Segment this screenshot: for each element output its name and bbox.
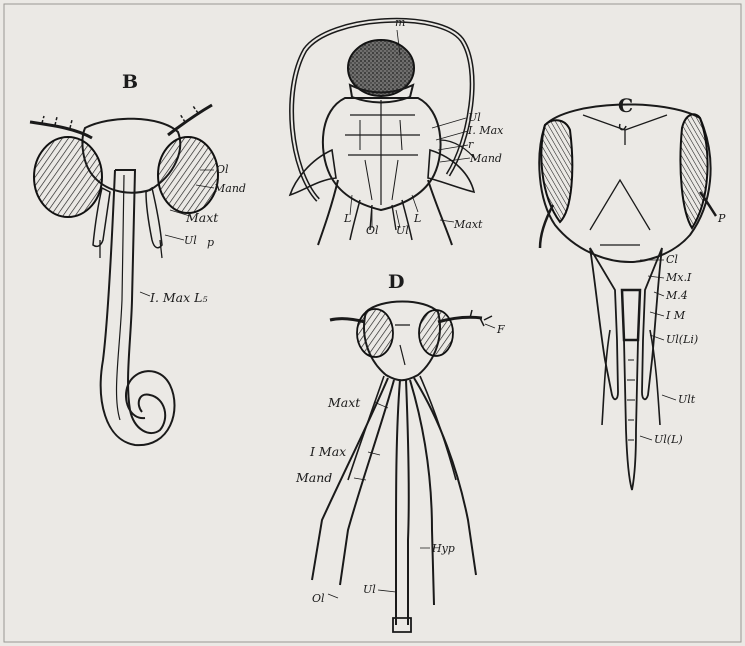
label-mand-b: Mand: [213, 182, 246, 195]
label-ol: Ol: [366, 224, 379, 237]
eye-right-d: [419, 310, 453, 356]
label-ul: Ul: [468, 111, 481, 124]
label-mand: Mand: [469, 152, 502, 165]
eye-left-d: [357, 309, 393, 357]
label-mand-d: Mand: [295, 470, 332, 485]
label-i-max-ls-b: I. Max L₅: [149, 290, 207, 305]
label-p-c: P: [717, 212, 726, 225]
label-l-left: L: [343, 212, 351, 225]
label-i-max: I. Max: [467, 124, 504, 137]
label-cl-c: Cl: [666, 253, 678, 266]
label-mi4-c: M.4: [665, 289, 688, 302]
label-ul-li-c: Ul(Li): [666, 333, 698, 346]
label-ol-b: Ol: [216, 163, 229, 176]
label-ul-b: Ul: [184, 234, 197, 247]
label-ul-d: Ul: [363, 583, 376, 596]
label-m: m: [395, 16, 405, 29]
label-im-c: I M: [665, 309, 686, 322]
label-maxt: Maxt: [453, 218, 483, 231]
label-p-b: p: [207, 236, 214, 249]
panel-letter-d: D: [388, 271, 404, 293]
label-l-right: L: [413, 212, 421, 225]
label-ult-c: Ult: [678, 393, 696, 406]
label-r: r: [468, 138, 474, 151]
eye-left-b: [34, 137, 102, 217]
panel-letter-b: B: [122, 71, 138, 93]
eye-right-b: [158, 137, 218, 213]
label-hyp-d: Hyp: [431, 542, 455, 555]
label-maxt-b: Maxt: [185, 210, 219, 225]
label-f-d: F: [496, 323, 505, 336]
panel-letter-c: C: [618, 95, 633, 117]
label-i-max-d: I Max: [309, 444, 346, 459]
label-ol-d: Ol: [312, 592, 325, 605]
label-maxt-d: Maxt: [327, 395, 361, 410]
label-ul-bottom: Ul: [396, 224, 409, 237]
label-ulli-c: Ul(L): [654, 433, 683, 446]
label-mxi-c: Mx.I: [665, 271, 692, 284]
